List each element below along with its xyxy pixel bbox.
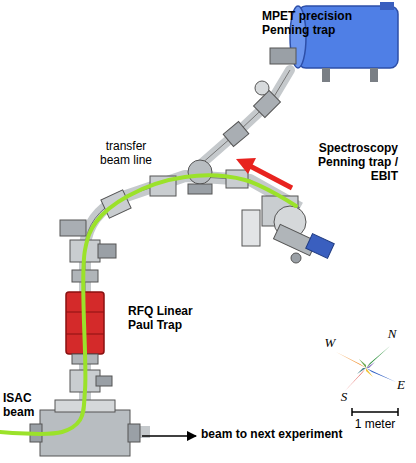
- next-experiment-arrow: [142, 435, 196, 437]
- scale-bar-part: [397, 408, 399, 416]
- vacuum-hardware: [30, 160, 248, 456]
- vacuum-hardware-part: [96, 376, 112, 386]
- compass-rose-part: [366, 368, 396, 382]
- compass-rose-part: [366, 368, 373, 377]
- transfer-arrow-part: [236, 158, 256, 174]
- compass-letter: E: [393, 378, 409, 393]
- beam-path: [0, 175, 296, 433]
- mpet-pipe-part: [200, 70, 290, 165]
- vacuum-hardware-part: [188, 160, 212, 184]
- rfq-label: RFQ Linear Paul Trap: [128, 305, 208, 333]
- isac-label: ISAC beam: [3, 392, 45, 420]
- ebit-hardware-part: [306, 234, 335, 259]
- mpet-magnet-part: [322, 68, 330, 82]
- transfer-label: transfer beam line: [94, 140, 158, 168]
- compass-rose-part: [357, 368, 366, 374]
- mpet-magnet-part: [380, 2, 394, 10]
- compass-rose-part: [359, 359, 366, 368]
- mpet-pipe-part: [200, 70, 290, 165]
- compass-rose-part: [366, 346, 390, 368]
- mpet-pipe-part: [223, 121, 249, 146]
- mpet-pipe-part: [255, 81, 269, 95]
- vacuum-hardware-part: [98, 244, 116, 258]
- transfer-arrow: [236, 158, 292, 188]
- transfer-arrow-part: [250, 166, 292, 188]
- mpet-label: MPET precision Penning trap: [262, 10, 366, 38]
- compass-rose-part: [366, 362, 375, 368]
- mpet-pipe: [200, 70, 290, 165]
- beam-pipe: [30, 176, 300, 432]
- ebit-hardware: [242, 196, 334, 263]
- ebit-hardware-part: [242, 210, 260, 246]
- compass-letter: S: [336, 390, 352, 405]
- vacuum-hardware-part: [60, 220, 86, 236]
- compass-rose: [336, 346, 396, 392]
- mpet-magnet-part: [270, 48, 296, 64]
- scale-bar-part: [352, 411, 398, 413]
- compass-rose-part: [336, 352, 366, 368]
- mpet-magnet-part: [370, 68, 378, 82]
- scale-bar: [352, 408, 398, 416]
- scale-bar-part: [351, 408, 353, 416]
- compass-rose-part: [344, 368, 366, 392]
- ebit-label: Spectroscopy Penning trap / EBIT: [302, 142, 398, 183]
- scale-label: 1 meter: [344, 418, 406, 432]
- vacuum-hardware-part: [128, 424, 140, 442]
- beam-pipe-part: [85, 176, 300, 420]
- vacuum-hardware-part: [188, 184, 212, 194]
- compass-letter: W: [322, 336, 338, 351]
- ebit-hardware-part: [291, 253, 301, 263]
- beam-pipe-part: [85, 176, 300, 420]
- mpet-pipe-part: [254, 91, 281, 118]
- compass-letter: N: [384, 327, 400, 342]
